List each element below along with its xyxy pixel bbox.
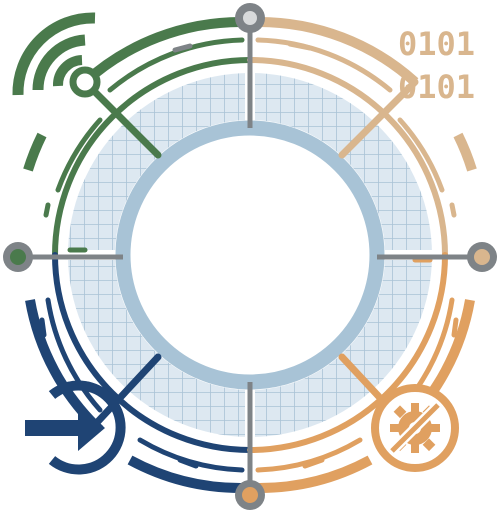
dash-accents [39, 41, 459, 469]
center-ring [115, 120, 385, 390]
wifi-signal-icon [12, 12, 101, 98]
diagonal-connectors [81, 78, 419, 434]
node-right[interactable] [467, 242, 497, 272]
sign-in-arrow-icon [25, 380, 126, 475]
node-top[interactable] [235, 3, 265, 33]
gear-disabled-icon [371, 384, 459, 472]
binary-code-icon: 0101 0101 [398, 25, 475, 106]
binary-line-1: 0101 [398, 25, 475, 63]
node-bottom[interactable] [235, 480, 265, 510]
node-left[interactable] [3, 242, 33, 272]
spokes [18, 22, 482, 490]
binary-line-2: 0101 [398, 68, 475, 106]
inner-arcs [52, 57, 448, 453]
